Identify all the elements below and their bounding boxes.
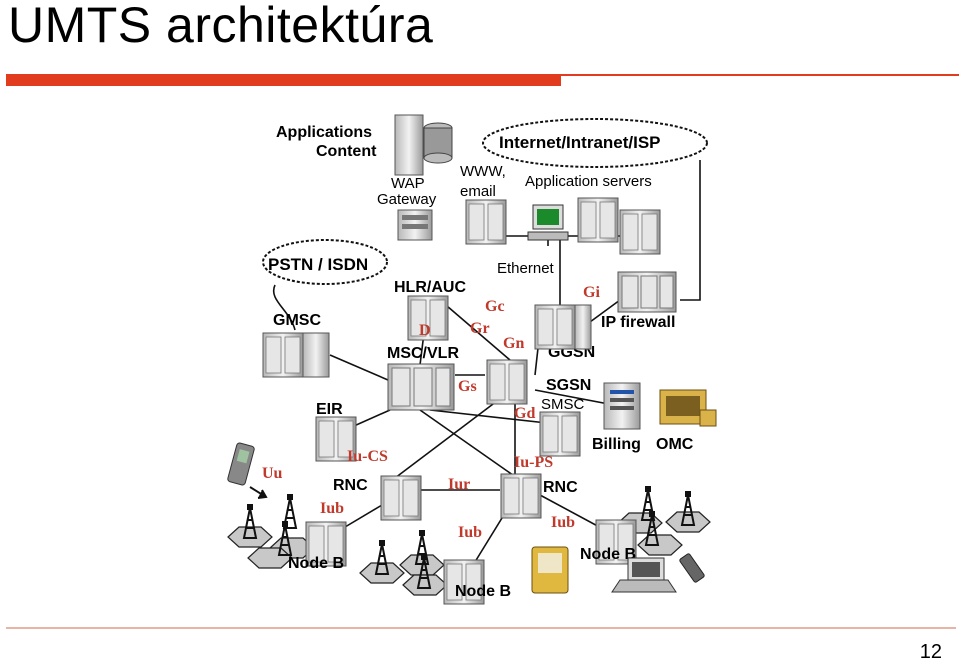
ggsn-icon: [534, 304, 576, 350]
app-server-icon: [577, 197, 619, 243]
iface-gs-label: Gs: [458, 378, 477, 395]
gmsc-icon: [262, 332, 304, 378]
footer-divider: [6, 627, 956, 629]
iface-iub-right-label: Iub: [551, 514, 575, 531]
iface-gd-label: Gd: [514, 405, 535, 422]
iface-gr-label: Gr: [470, 320, 490, 337]
iface-iu-cs-label: Iu-CS: [347, 448, 388, 465]
laptop-icon: [611, 557, 677, 593]
radio-link-icon: [249, 486, 268, 499]
gmsc-label: GMSC: [273, 312, 321, 329]
eir-label: EIR: [316, 401, 343, 418]
svg-text:Internet/Intranet/ISP: Internet/Intranet/ISP: [499, 133, 661, 152]
rnc-right-icon: [500, 473, 542, 519]
hlr-auc-label: HLR/AUC: [394, 279, 466, 296]
mobile-phone-icon: [227, 442, 255, 486]
title-accent-bar: [6, 74, 561, 86]
sgsn-icon: [486, 359, 528, 405]
sgsn-label: SGSN: [546, 377, 591, 394]
iface-iub-left-label: Iub: [320, 500, 344, 517]
omc-label: OMC: [656, 436, 694, 453]
wap-gateway-icon: [397, 209, 433, 241]
svg-text:PSTN / ISDN: PSTN / ISDN: [268, 255, 368, 274]
billing-label: Billing: [592, 436, 641, 453]
ip-firewall-label: IP firewall: [601, 314, 675, 331]
title-accent-line: [561, 74, 959, 76]
slide-title: UMTS architektúra: [8, 0, 434, 53]
iface-uu-label: Uu: [262, 465, 283, 482]
rnc-right-label: RNC: [543, 479, 578, 496]
iface-d-label: D: [419, 322, 431, 339]
node-b-center-label: Node B: [455, 583, 511, 600]
handset-icon: [679, 553, 705, 583]
wap-label: WAP: [391, 175, 425, 192]
pstn-isdn-cloud: PSTN / ISDN: [262, 239, 388, 285]
www-server-icon: [465, 199, 507, 245]
iface-gi-label: Gi: [583, 284, 600, 301]
content-label: Content: [316, 143, 377, 160]
ethernet-label: Ethernet: [497, 260, 555, 277]
ip-firewall-icon: [617, 271, 677, 313]
smsc-label: SMSC: [541, 396, 585, 413]
internet-cloud: Internet/Intranet/ISP: [482, 118, 708, 168]
app-server-2-icon: [619, 209, 661, 255]
gateway-label: Gateway: [377, 191, 437, 208]
smsc-icon: [539, 411, 581, 457]
application-servers-label: Application servers: [525, 173, 652, 190]
applications-label: Applications: [276, 124, 372, 141]
workstation-icon: [527, 204, 569, 241]
node-b-left-label: Node B: [288, 555, 344, 572]
omc-workstation-icon: [659, 389, 717, 427]
msc-vlr-label: MSC/VLR: [387, 345, 459, 362]
iface-iur-label: Iur: [448, 476, 470, 493]
iface-gc-label: Gc: [485, 298, 505, 315]
iface-gn-label: Gn: [503, 335, 524, 352]
billing-server-icon: [603, 382, 641, 430]
iface-iu-ps-label: Iu-PS: [514, 454, 553, 471]
page-number: 12: [919, 641, 942, 663]
node-b-right-label: Node B: [580, 546, 636, 563]
msc-vlr-icon: [387, 363, 455, 411]
rnc-left-label: RNC: [333, 477, 368, 494]
content-server-icon: [394, 114, 453, 176]
pda-icon: [531, 546, 569, 594]
node-b-center-cells: [359, 529, 448, 596]
www-label: WWW,: [460, 163, 506, 180]
email-label: email: [460, 183, 496, 200]
iface-iub-center-label: Iub: [458, 524, 482, 541]
rnc-left-icon: [380, 475, 422, 521]
